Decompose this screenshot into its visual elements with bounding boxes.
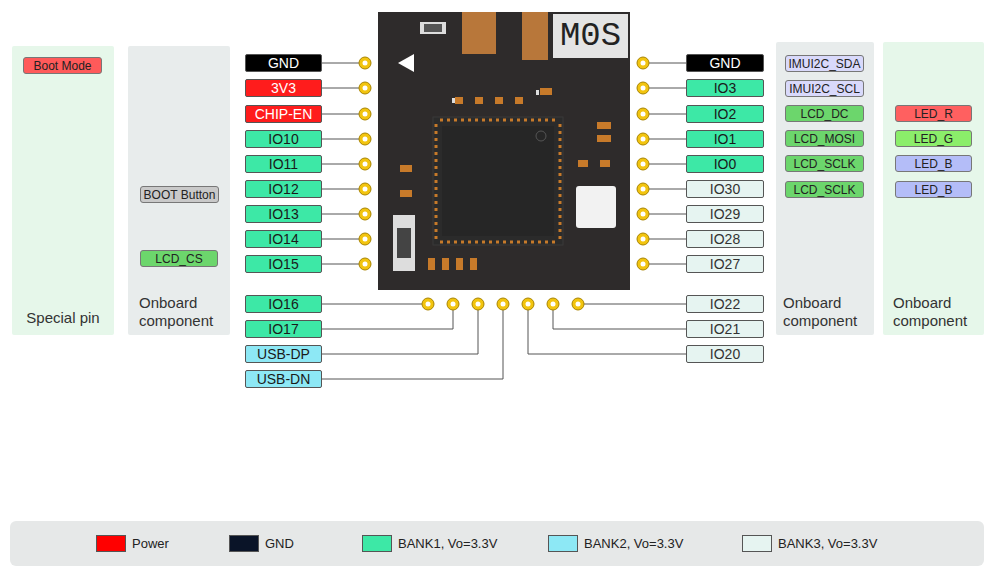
pin-label-box: IO10 (245, 130, 322, 148)
module-name: M0S (553, 14, 628, 58)
legend-swatch (362, 535, 392, 552)
pin-label-box: LCD_SCLK (785, 155, 864, 172)
legend-swatch (229, 535, 259, 552)
pin-name: IO14 (268, 232, 298, 246)
module-board (378, 12, 630, 290)
pin-name: IO0 (714, 157, 737, 171)
legend-text: BANK1, Vo=3.3V (398, 536, 497, 552)
pin-name: USB-DN (257, 372, 311, 386)
pin-label-box: IO15 (245, 255, 322, 273)
legend-swatch (548, 535, 578, 552)
legend-text: GND (265, 536, 294, 552)
pin-name: BOOT Button (144, 189, 216, 201)
pin-name: IO12 (268, 182, 298, 196)
group-panel: Onboard component LED_R LED_G LED_B LED_B (883, 42, 984, 335)
legend-text: BANK3, Vo=3.3V (778, 536, 877, 552)
pin-label-box: Boot Mode (23, 57, 102, 74)
pin-label-box: IO0 (686, 155, 764, 173)
pin-name: IO27 (710, 257, 740, 271)
pin-holes (363, 61, 646, 307)
pin-label-box: LCD_CS (140, 250, 218, 267)
group-panel: Onboard component BOOT ButtonLCD_CS (128, 46, 230, 335)
pin-name: IO13 (268, 207, 298, 221)
pin-name: 3V3 (271, 81, 296, 95)
pin-name: IO30 (710, 182, 740, 196)
pin-label-box: IO20 (686, 345, 764, 363)
pin-name: LCD_MOSI (794, 133, 855, 145)
legend-swatch (742, 535, 772, 552)
pin-label-box: LED_R (895, 105, 972, 122)
pin-label-box: LED_G (895, 130, 972, 147)
pin-name: LED_G (914, 133, 953, 145)
pin-label-box: IO27 (686, 255, 764, 273)
pin-label-box: CHIP-EN (245, 105, 322, 123)
pin-name: CHIP-EN (255, 107, 313, 121)
pin-label-box: IO30 (686, 180, 764, 198)
pin-label-box: USB-DP (245, 345, 322, 363)
pin-name: IO11 (269, 157, 298, 171)
pin-label-box: IO1 (686, 130, 764, 148)
legend-text: Power (132, 536, 169, 552)
pin-label-box: LED_B (895, 181, 972, 198)
panel-heading: Onboard component (783, 294, 873, 330)
pin-label-box: GND (686, 54, 764, 72)
pin-name: LED_B (914, 184, 952, 196)
pin-name: IO1 (714, 132, 737, 146)
pin-label-box: IO17 (245, 320, 322, 338)
pin-name: IO15 (268, 257, 298, 271)
pin-label-box: LCD_MOSI (785, 130, 864, 147)
pin-name: LED_R (914, 108, 953, 120)
pin-label-box: IO16 (245, 295, 322, 313)
pin-label-box: IO14 (245, 230, 322, 248)
group-panel: Special pin Boot Mode (12, 46, 114, 335)
pin-name: Boot Mode (33, 60, 91, 72)
pin-label-box: LCD_SCLK (785, 181, 864, 198)
pin-name: LED_B (914, 158, 952, 170)
pin-label-box: IO22 (686, 295, 764, 313)
pin-name: IMUI2C_SCL (789, 83, 860, 95)
pin-name: GND (709, 56, 740, 70)
pin-name: IO16 (268, 297, 298, 311)
pin-label-box: LCD_DC (785, 105, 864, 122)
pin-label-box: IMUI2C_SCL (785, 80, 864, 97)
pin-name: LCD_SCLK (793, 184, 855, 196)
pin-label-box: IO21 (686, 320, 764, 338)
pin-label-box: IO12 (245, 180, 322, 198)
panel-heading: Special pin (12, 309, 114, 327)
pin-name: IO2 (714, 107, 737, 121)
legend-text: BANK2, Vo=3.3V (584, 536, 683, 552)
pin-label-box: LED_B (895, 155, 972, 172)
legend-swatch (96, 535, 126, 552)
pin-label-box: IO2 (686, 105, 764, 123)
pin-label-box: USB-DN (245, 370, 322, 388)
pin-label-box: IO28 (686, 230, 764, 248)
pin-name: IO22 (710, 297, 740, 311)
pin-name: LCD_DC (800, 108, 848, 120)
pin-name: IMUI2C_SDA (788, 58, 860, 70)
pin-name: IO20 (710, 347, 740, 361)
pin-label-box: IMUI2C_SDA (785, 55, 864, 72)
pin-name: USB-DP (257, 347, 310, 361)
pin-label-box: IO11 (245, 155, 322, 173)
group-panel: Onboard component IMUI2C_SDA IMUI2C_SCL LCD… (776, 42, 874, 335)
pin-label-box: 3V3 (245, 79, 322, 97)
panel-heading: Onboard component (893, 294, 983, 330)
pin-label-box: IO29 (686, 205, 764, 223)
pin-label-box: IO13 (245, 205, 322, 223)
pin-name: LCD_SCLK (793, 158, 855, 170)
pin-name: GND (268, 56, 299, 70)
pin-name: IO21 (710, 322, 740, 336)
panel-heading: Onboard component (139, 294, 229, 330)
pin-name: IO3 (714, 81, 737, 95)
pin-name: IO28 (710, 232, 740, 246)
legend-bar (10, 521, 984, 566)
pin-label-box: GND (245, 54, 322, 72)
pin-name: IO10 (268, 132, 298, 146)
pin-label-box: IO3 (686, 79, 764, 97)
pin-name: IO17 (268, 322, 298, 336)
pin-pads (359, 57, 649, 310)
pin-name: LCD_CS (155, 253, 202, 265)
pin-name: IO29 (710, 207, 740, 221)
pin-label-box: BOOT Button (140, 186, 219, 203)
